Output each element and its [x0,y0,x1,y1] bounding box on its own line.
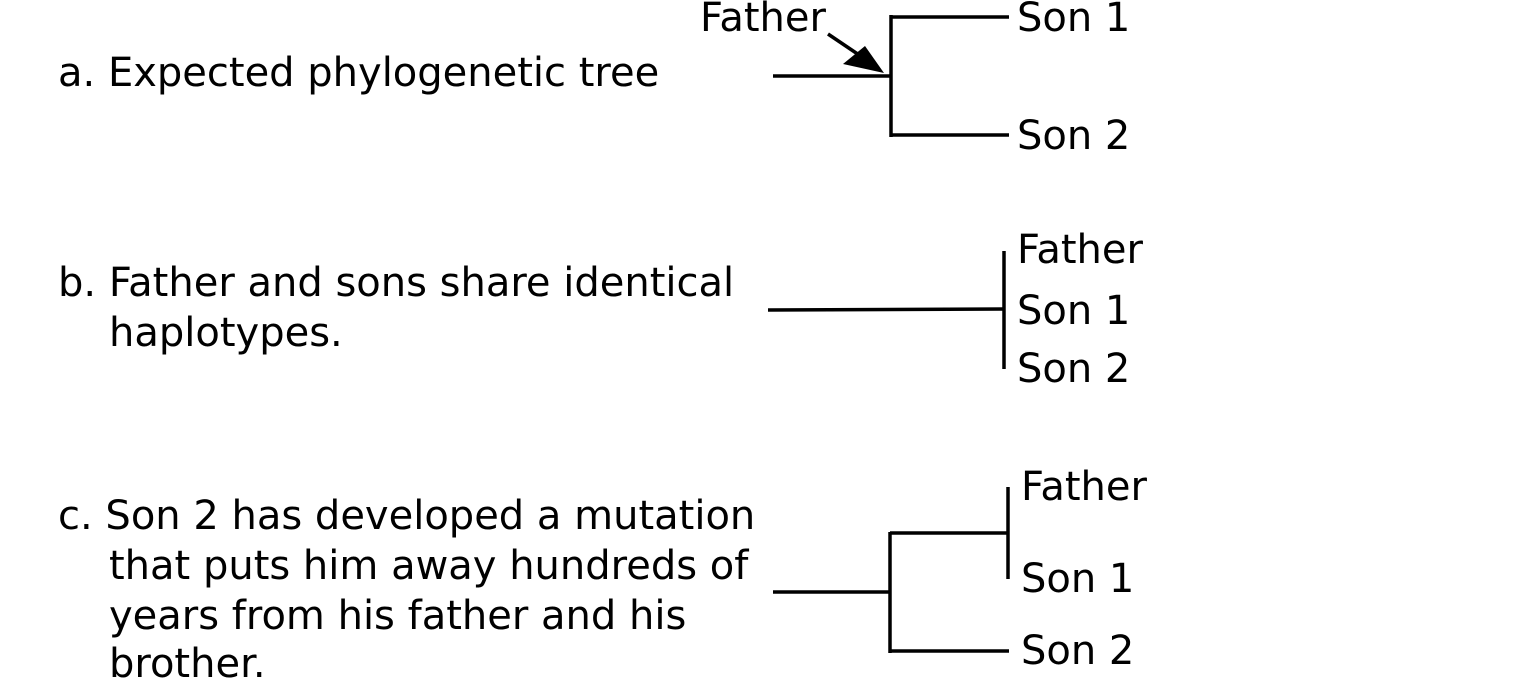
panel-a-leaf-son1: Son 1 [1017,0,1130,41]
arrow-head [843,46,884,73]
panel-b: b. Father and sons share identical haplo… [58,227,1143,392]
panel-b-leaf-son2: Son 2 [1017,346,1130,392]
panel-c-caption-line-4: brother. [109,641,266,680]
panel-b-caption-line-2: haplotypes. [109,310,343,356]
panel-b-caption-line-1: b. Father and sons share identical [58,260,734,306]
panel-a-father-pointer-label: Father [700,0,826,41]
panel-a: a. Expected phylogenetic tree Father Son… [58,0,1130,159]
panel-c-leaf-father: Father [1021,464,1147,510]
panel-b-leaf-son1: Son 1 [1017,288,1130,334]
panel-b-root-branch [767,307,1006,312]
panel-a-tree [773,15,1009,137]
panel-a-leaf-son2: Son 2 [1017,113,1130,159]
panel-c-leaf-son1: Son 1 [1021,556,1134,602]
panel-c-caption-line-1: c. Son 2 has developed a mutation [58,493,755,539]
panel-c-tree [773,487,1010,653]
panel-a-caption: a. Expected phylogenetic tree [58,50,659,96]
panel-c-leaf-son2: Son 2 [1021,628,1134,674]
panel-c-caption-line-3: years from his father and his [109,593,686,639]
panel-c: c. Son 2 has developed a mutation that p… [58,464,1147,680]
panel-b-tree [767,251,1006,369]
father-pointer-arrow [827,32,884,73]
panel-b-leaf-father: Father [1017,227,1143,273]
panel-c-caption-line-2: that puts him away hundreds of [109,543,749,589]
